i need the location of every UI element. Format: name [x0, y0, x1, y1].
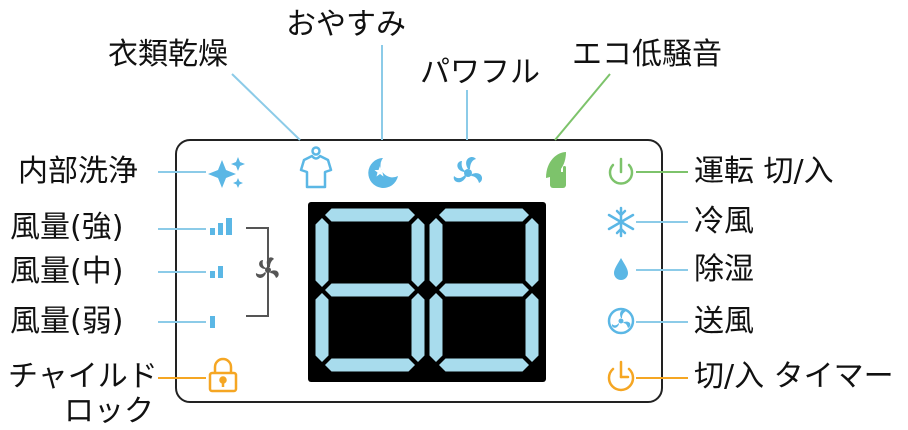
- digit-1-segment-e: [315, 293, 329, 362]
- digit-1-segment-f: [315, 218, 329, 287]
- fan-icon: [255, 257, 279, 278]
- digit-2-segment-c: [525, 293, 539, 362]
- label-dehumid: 除湿: [694, 252, 754, 287]
- label-cool: 冷風: [694, 204, 754, 239]
- display-background: [308, 202, 546, 382]
- timer-icon[interactable]: [607, 360, 635, 392]
- digit-1-segment-b: [411, 218, 425, 287]
- label-fan: 送風: [694, 304, 754, 339]
- label-fan-mid: 風量(中): [10, 254, 124, 289]
- fan-level-high-icon[interactable]: [210, 218, 232, 235]
- label-eco: エコ低騒音: [572, 37, 722, 72]
- label-child-lock-line2: ロック: [64, 394, 154, 429]
- fan-level-mid-icon[interactable]: [210, 266, 223, 278]
- digit-1-segment-g: [325, 283, 415, 297]
- moon-icon[interactable]: [368, 158, 398, 188]
- digit-2-segment-f: [429, 218, 443, 287]
- droplet-icon[interactable]: [614, 258, 628, 280]
- label-power: パワフル: [420, 55, 540, 90]
- fan-level-bracket: [246, 227, 269, 317]
- sparkle-icon[interactable]: [208, 157, 245, 188]
- digit-2-segment-b: [525, 218, 539, 287]
- label-fan-low: 風量(弱): [10, 304, 124, 339]
- digit-2-segment-g: [439, 283, 529, 297]
- digit-2-segment-a: [439, 208, 529, 222]
- power-icon[interactable]: [608, 157, 634, 185]
- digit-2-segment-d: [439, 358, 529, 372]
- snowflake-icon[interactable]: [607, 206, 635, 238]
- label-child-lock-line1: チャイルド: [8, 359, 158, 394]
- label-onoff: 運転 切/入: [694, 154, 834, 189]
- label-clean: 内部洗浄: [18, 154, 138, 189]
- label-timer: 切/入 タイマー: [694, 359, 894, 394]
- digit-1-segment-d: [325, 358, 415, 372]
- fan-level-low-icon[interactable]: [210, 316, 215, 328]
- leader-dry: [231, 73, 301, 141]
- label-dry: 衣類乾燥: [108, 37, 228, 72]
- lock-icon[interactable]: [208, 357, 238, 393]
- leaf-hand-icon[interactable]: [546, 152, 566, 188]
- label-sleep: おやすみ: [286, 7, 406, 42]
- fan-swirl-icon[interactable]: [453, 157, 483, 183]
- fan-circle-icon[interactable]: [607, 307, 635, 335]
- digit-1-segment-c: [411, 293, 425, 362]
- digit-1-segment-a: [325, 208, 415, 222]
- digit-2-segment-e: [429, 293, 443, 362]
- shirt-icon[interactable]: [299, 146, 333, 189]
- seven-segment-digits: [315, 208, 539, 372]
- leader-eco: [554, 73, 611, 141]
- label-fan-high: 風量(強): [10, 210, 124, 245]
